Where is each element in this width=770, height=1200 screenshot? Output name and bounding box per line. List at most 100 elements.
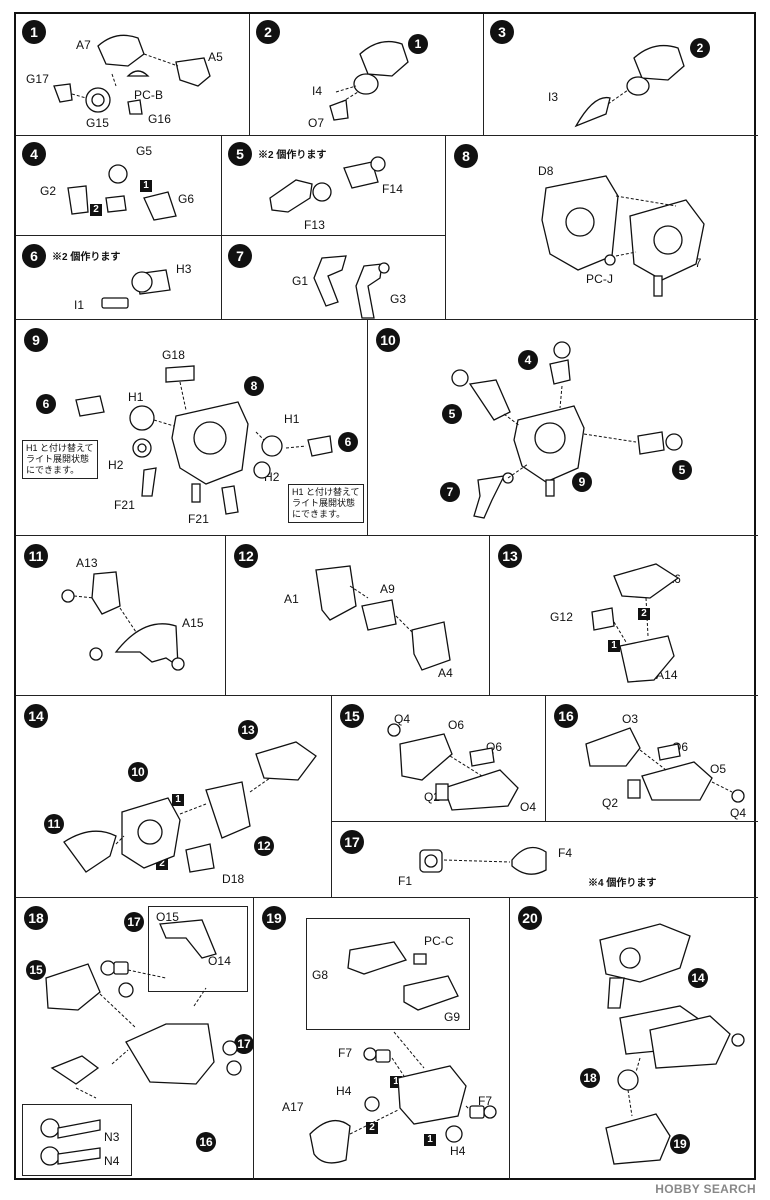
step-reference-badge: 17	[124, 912, 144, 932]
alternate-parts-box	[22, 1104, 132, 1176]
step-6-panel: 6 ※2 個作ります H3 I1	[16, 236, 222, 320]
part-label: G12	[550, 610, 573, 624]
part-label: F21	[114, 498, 135, 512]
step-14-drawing	[63, 741, 317, 873]
order-marker: 1	[608, 640, 620, 652]
step-8-panel: 8 D8 PC-J D7	[446, 136, 758, 320]
part-label: F1	[398, 874, 413, 888]
step-number-badge: 20	[518, 906, 542, 930]
callout-line: ライト展開状態	[292, 498, 356, 508]
step-number-badge: 9	[24, 328, 48, 352]
step-17-drawing	[419, 846, 547, 875]
step-number-badge: 12	[234, 544, 258, 568]
part-label: O6	[448, 718, 465, 732]
step-reference-badge: 6	[36, 394, 56, 414]
step-7-panel: 7 G1 G3	[222, 236, 446, 320]
step-reference-badge: 10	[128, 762, 148, 782]
step-reference-badge: 4	[518, 350, 538, 370]
step-number-badge: 13	[498, 544, 522, 568]
step-reference-badge: 11	[44, 814, 64, 834]
step-reference-badge: 1	[408, 34, 428, 54]
step-8-drawing	[541, 175, 705, 297]
step-reference-badge: 13	[238, 720, 258, 740]
step-number-badge: 3	[490, 20, 514, 44]
step-19-panel: 19 PC-C G8 G9 F7 H4 A17 F7 H4 1 2 1	[254, 898, 510, 1180]
part-label: H2	[108, 458, 124, 472]
step-1-panel: 1 A7 A5 G17 PC-B G15 G16	[16, 14, 250, 136]
part-label: O4	[520, 800, 537, 814]
part-label: H3	[176, 262, 192, 276]
callout-line: にできます。	[26, 465, 80, 475]
step-11-panel: 11 A13 A15	[16, 536, 226, 696]
step-number-badge: 10	[376, 328, 400, 352]
part-label: A1	[284, 592, 299, 606]
step-number-badge: 6	[22, 244, 46, 268]
swap-callout: H1 と付け替えて ライト展開状態 にできます。	[288, 484, 364, 523]
quantity-note: ※2 個作ります	[258, 150, 327, 161]
step-5-drawing	[269, 156, 386, 213]
step-10-panel: 10 4 5 5 7 9	[368, 320, 758, 536]
part-label: O15	[156, 910, 179, 924]
step-number-badge: 16	[554, 704, 578, 728]
step-reference-badge: 9	[572, 472, 592, 492]
step-12-panel: 12 A1 A9 A4	[226, 536, 490, 696]
part-label: A9	[380, 582, 395, 596]
step-1-drawing	[53, 34, 211, 115]
order-marker: 2	[90, 204, 102, 216]
step-reference-badge: 7	[440, 482, 460, 502]
part-label: F21	[188, 512, 209, 526]
part-label: O5	[710, 762, 727, 776]
part-label: H4	[336, 1084, 352, 1098]
step-number-badge: 4	[22, 142, 46, 166]
step-number-badge: 1	[22, 20, 46, 44]
step-reference-badge: 8	[244, 376, 264, 396]
quantity-note: ※2 個作ります	[52, 252, 121, 263]
step-4-drawing	[67, 164, 177, 221]
step-17-panel: 17 F4 F1 ※4 個作ります	[332, 822, 758, 898]
part-label: G5	[136, 144, 153, 158]
step-16-drawing	[585, 727, 745, 803]
step-reference-badge: 16	[196, 1132, 216, 1152]
order-marker: 1	[172, 794, 184, 806]
step-number-badge: 7	[228, 244, 252, 268]
part-label: Q4	[730, 806, 747, 820]
step-13-panel: 13 A6 G12 A14 2 1	[490, 536, 758, 696]
part-label: A4	[438, 666, 453, 680]
step-3-drawing	[574, 44, 685, 128]
step-reference-badge: 18	[580, 1068, 600, 1088]
step-reference-badge: 15	[26, 960, 46, 980]
step-number-badge: 2	[256, 20, 280, 44]
step-number-badge: 19	[262, 906, 286, 930]
step-15-panel: 15 Q4 O6 Q6 Q2 O4	[332, 696, 546, 822]
part-label: PC-B	[134, 88, 164, 102]
step-number-badge: 5	[228, 142, 252, 166]
step-reference-badge: 6	[338, 432, 358, 452]
part-label: Q2	[602, 796, 619, 810]
step-reference-badge: 14	[688, 968, 708, 988]
step-2-drawing	[329, 40, 409, 121]
part-label: N4	[104, 1154, 120, 1168]
step-reference-badge: 2	[690, 38, 710, 58]
step-7-drawing	[313, 255, 390, 319]
sub-assembly-box	[306, 918, 470, 1030]
step-reference-badge: 5	[672, 460, 692, 480]
part-label: G17	[26, 72, 49, 86]
part-label: O14	[208, 954, 231, 968]
part-label: F4	[558, 846, 573, 860]
part-label: F7	[478, 1094, 493, 1108]
step-number-badge: 18	[24, 906, 48, 930]
step-10-drawing	[451, 341, 683, 519]
step-11-drawing	[61, 571, 185, 671]
part-label: I4	[312, 84, 323, 98]
step-9-panel: 9 6 8 6 G18 H1 H1 H2 H2 F21 F21 H1 と付け替え…	[16, 320, 368, 536]
step-reference-badge: 17	[234, 1034, 253, 1054]
watermark: HOBBY SEARCH	[655, 1182, 756, 1196]
part-label: G16	[148, 112, 171, 126]
part-label: D8	[538, 164, 554, 178]
order-marker: 2	[638, 608, 650, 620]
step-number-badge: 15	[340, 704, 364, 728]
part-label: PC-C	[424, 934, 454, 948]
part-label: O7	[308, 116, 325, 130]
instruction-sheet: 1 A7 A5 G17 PC-B G15 G16 2 1	[14, 12, 758, 1180]
step-number-badge: 14	[24, 704, 48, 728]
